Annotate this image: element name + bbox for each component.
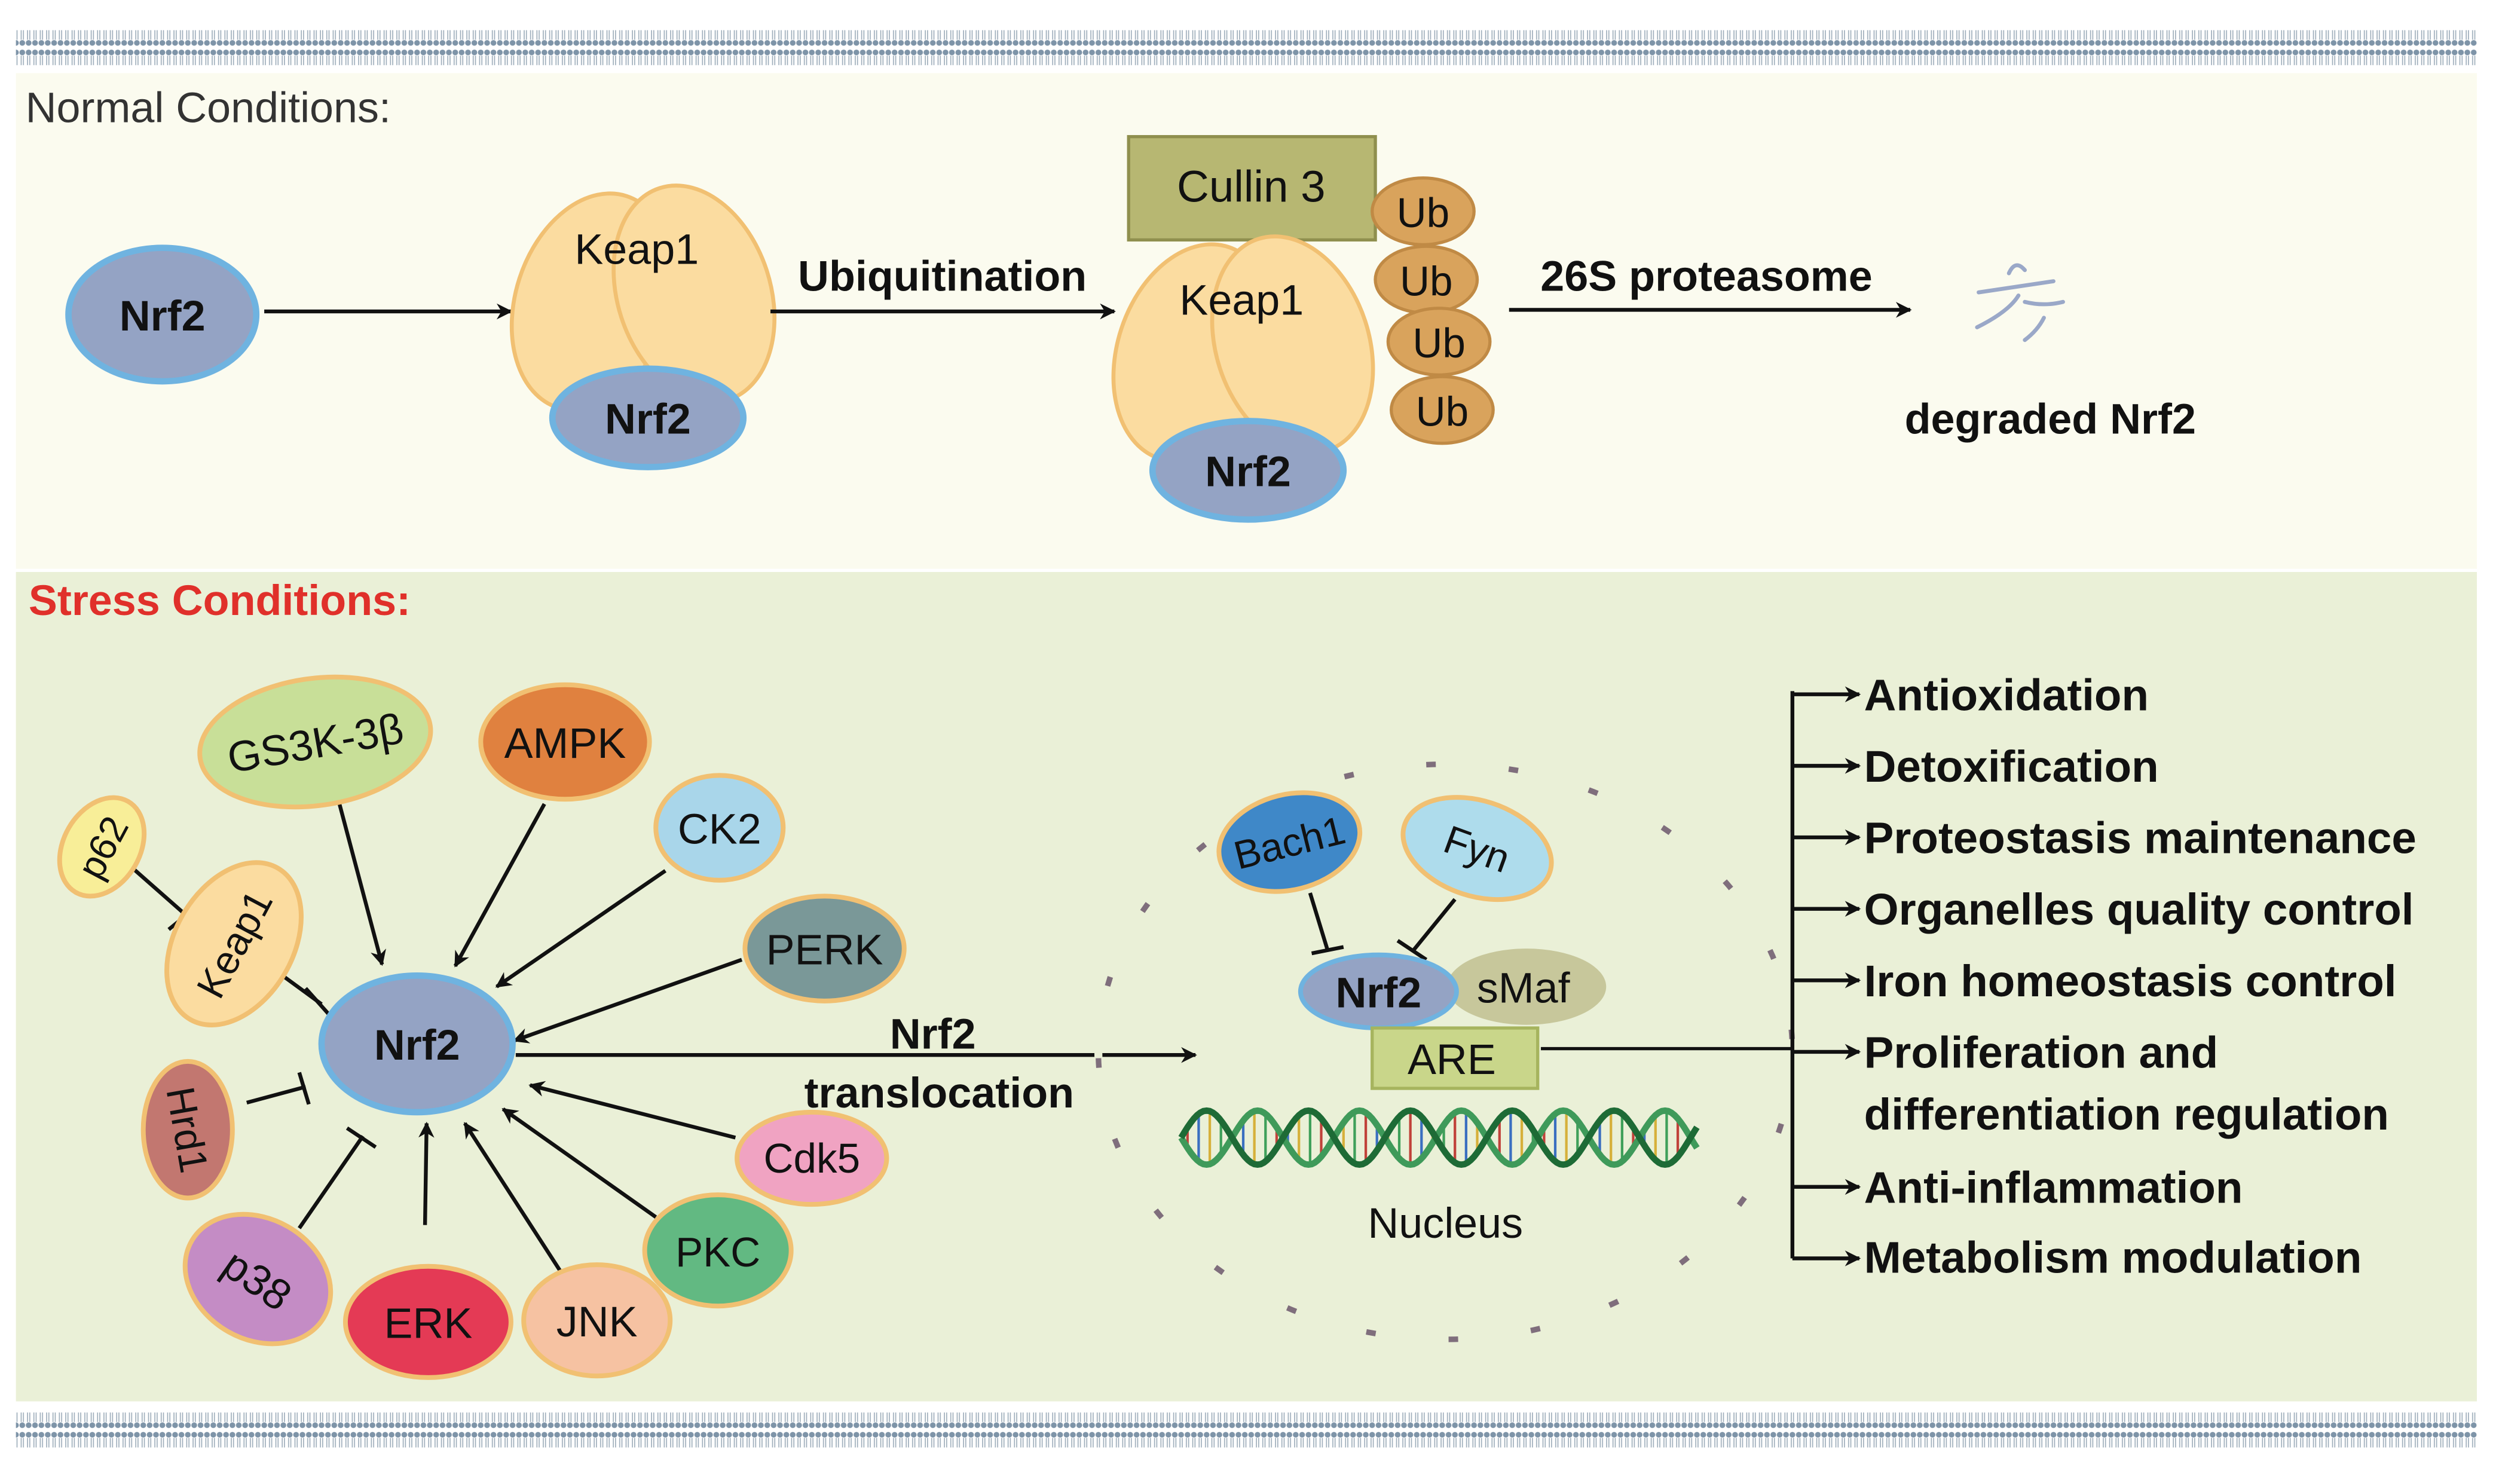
erk-node xyxy=(342,1263,513,1380)
dna-helix xyxy=(1178,1107,1700,1168)
nrf2-free-label: Nrf2 xyxy=(120,292,206,340)
ub-2-label: Ub xyxy=(1400,258,1453,305)
ub-3-label: Ub xyxy=(1412,320,1466,366)
stress-conditions-title: Stress Conditions: xyxy=(29,577,411,625)
regulator-connectors xyxy=(132,801,743,1272)
nrf2-bound-a xyxy=(549,365,747,470)
p38-node xyxy=(182,1211,334,1347)
ck2-label: CK2 xyxy=(678,806,761,853)
jnk-node xyxy=(521,1262,673,1379)
keap1-label-a: Keap1 xyxy=(574,225,699,273)
hrd1-node xyxy=(140,1058,235,1201)
outcome-proteostasis: Proteostasis maintenance xyxy=(1864,813,2417,863)
membrane-bottom xyxy=(16,1406,2477,1457)
nrf2-bound-b-label: Nrf2 xyxy=(1205,448,1291,496)
normal-conditions-title: Normal Conditions: xyxy=(26,84,391,132)
ub-1 xyxy=(1371,176,1476,247)
ampk-label: AMPK xyxy=(504,720,626,767)
keap1-label-b: Keap1 xyxy=(1179,276,1304,324)
cdk5-label: Cdk5 xyxy=(763,1135,860,1182)
ub-1-label: Ub xyxy=(1397,189,1450,236)
smaf-node xyxy=(1446,948,1607,1025)
translocation-label-2: translocation xyxy=(805,1069,1074,1117)
bach1-node xyxy=(1216,790,1363,894)
gsk3b-node xyxy=(197,674,433,810)
are-label: ARE xyxy=(1408,1036,1496,1084)
outcome-antioxidation: Antioxidation xyxy=(1864,670,2149,720)
outcome-metabolism: Metabolism modulation xyxy=(1864,1232,2362,1282)
keap1-node xyxy=(164,860,304,1027)
jnk-label: JNK xyxy=(556,1298,638,1346)
erk-label: ERK xyxy=(384,1299,473,1347)
outcome-proliferation: Proliferation and xyxy=(1864,1028,2218,1078)
nrf2-center xyxy=(318,972,516,1116)
p62-node xyxy=(57,795,147,899)
smaf-label: sMaf xyxy=(1477,965,1571,1012)
membrane-top xyxy=(16,19,2477,70)
outcome-organelles: Organelles quality control xyxy=(1864,885,2414,934)
outcome-detoxification: Detoxification xyxy=(1864,742,2159,791)
outcome-differentiation: differentiation regulation xyxy=(1864,1090,2389,1139)
cdk5-node xyxy=(735,1109,889,1207)
degraded-fragments-icon xyxy=(1975,263,2065,342)
nucleus-inhibition-lines xyxy=(1308,892,1457,962)
ub-3 xyxy=(1386,307,1492,377)
cullin3-box xyxy=(1127,134,1377,242)
are-box xyxy=(1371,1026,1540,1090)
cullin3-label: Cullin 3 xyxy=(1177,162,1326,212)
ub-4-label: Ub xyxy=(1416,388,1469,435)
degraded-nrf2-label: degraded Nrf2 xyxy=(1905,396,2196,443)
ck2-node xyxy=(653,773,786,883)
ampk-node xyxy=(478,682,652,802)
pkc-label: PKC xyxy=(675,1229,760,1275)
ub-4 xyxy=(1390,375,1495,445)
proteasome-label: 26S proteasome xyxy=(1540,253,1872,301)
nrf2-free xyxy=(65,244,260,385)
nrf2-bound-b xyxy=(1149,418,1347,523)
perk-label: PERK xyxy=(766,926,883,974)
nrf2-center-label: Nrf2 xyxy=(374,1021,460,1069)
translocation-label-1: Nrf2 xyxy=(890,1011,976,1058)
outcome-anti-inflammation: Anti-inflammation xyxy=(1864,1163,2243,1213)
pkc-node xyxy=(642,1192,794,1309)
nucleus-label: Nucleus xyxy=(1368,1200,1523,1247)
nrf2-bound-a-label: Nrf2 xyxy=(605,396,691,443)
nrf2-nucleus-label: Nrf2 xyxy=(1335,969,1421,1017)
outcome-arrows xyxy=(1792,686,1861,1266)
ubiquitination-label: Ubiquitination xyxy=(798,253,1087,301)
perk-node xyxy=(742,894,907,1003)
outcome-iron: Iron homeostasis control xyxy=(1864,956,2397,1006)
fyn-node xyxy=(1400,795,1554,902)
